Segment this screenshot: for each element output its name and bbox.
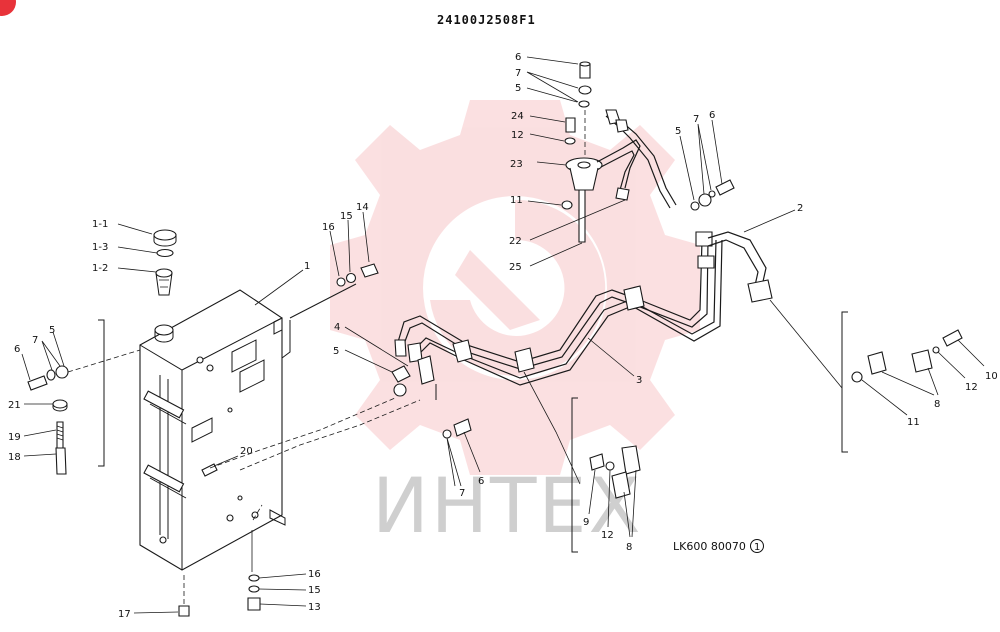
hydraulic-tank xyxy=(139,289,286,571)
callout-13: 13 xyxy=(308,602,321,613)
callout-19: 19 xyxy=(8,432,21,443)
callout-1: 1 xyxy=(304,261,310,272)
filter-hose-22 xyxy=(596,109,677,209)
bolt-24-icon xyxy=(565,117,576,133)
callout-6-left: 6 xyxy=(14,344,20,355)
callout-4: 4 xyxy=(334,322,340,333)
elbow-fitting-4-icon xyxy=(391,365,411,397)
strainer-element-icon xyxy=(155,268,173,296)
callout-7-top: 7 xyxy=(515,68,521,79)
callout-8-right: 8 xyxy=(934,399,940,410)
callout-5-left: 5 xyxy=(49,325,55,336)
drawing-code-mark: 1 xyxy=(754,542,760,553)
callout-15-lower: 15 xyxy=(308,585,321,596)
callout-16-lower: 16 xyxy=(308,569,321,580)
callout-11-right: 11 xyxy=(907,417,920,428)
bolt-set-bottom-icon xyxy=(247,574,261,611)
clamp-set-right-icon xyxy=(851,329,963,383)
callout-14-upper: 14 xyxy=(356,202,369,213)
drawing-title: 24100J2508F1 xyxy=(437,13,536,27)
bolt-set-center-icon xyxy=(442,418,472,439)
callout-7-center: 7 xyxy=(459,488,465,499)
bolt-set-right-upper-icon xyxy=(690,179,735,211)
callout-16-upper: 16 xyxy=(322,222,335,233)
strainer-cap-icon xyxy=(153,229,177,247)
callout-11-top: 11 xyxy=(510,195,523,206)
filter-rod-25-icon xyxy=(578,189,586,243)
callout-17: 17 xyxy=(118,609,131,620)
callout-25: 25 xyxy=(509,262,522,273)
callout-12-top: 12 xyxy=(511,130,524,141)
bolt-set-upper-icon xyxy=(289,263,379,319)
callout-23: 23 xyxy=(510,159,523,170)
corner-badge-icon xyxy=(0,0,16,16)
callout-7-right-upper: 7 xyxy=(693,114,699,125)
bolt-6-top-icon xyxy=(579,61,591,79)
callout-1-2: 1-2 xyxy=(92,263,108,274)
hydraulic-hose-2 xyxy=(707,231,773,303)
washer-5-top-icon xyxy=(578,100,590,108)
strainer-gasket-icon xyxy=(156,248,174,258)
callout-7-left: 7 xyxy=(32,335,38,346)
callout-1-3: 1-3 xyxy=(92,242,108,253)
nut-11-top-icon xyxy=(561,200,573,210)
callout-21: 21 xyxy=(8,400,21,411)
clamp-set-bottom-icon xyxy=(589,445,641,499)
callout-22: 22 xyxy=(509,236,522,247)
callout-8-bottom: 8 xyxy=(626,542,632,553)
washer-12-icon xyxy=(564,137,576,145)
drawing-code: LK600 80070 xyxy=(673,540,746,553)
callout-5-right-upper: 5 xyxy=(675,126,681,137)
callout-20: 20 xyxy=(240,446,253,457)
level-gauge-icon xyxy=(55,421,67,475)
callout-5-center: 5 xyxy=(333,346,339,357)
callout-10: 10 xyxy=(985,371,998,382)
callout-9: 9 xyxy=(583,517,589,528)
callout-12-right: 12 xyxy=(965,382,978,393)
callout-5-top: 5 xyxy=(515,83,521,94)
washer-7-top-icon xyxy=(578,85,592,95)
hydraulic-pipe-3 xyxy=(394,231,723,386)
drawing-code-mark-circle xyxy=(750,539,764,553)
callout-12-bottom: 12 xyxy=(601,530,614,541)
callout-3: 3 xyxy=(636,375,642,386)
callout-15-upper: 15 xyxy=(340,211,353,222)
filter-head-23-icon xyxy=(565,157,603,191)
callout-6-center: 6 xyxy=(478,476,484,487)
callout-1-1: 1-1 xyxy=(92,219,108,230)
callout-6-right-upper: 6 xyxy=(709,110,715,121)
callout-18: 18 xyxy=(8,452,21,463)
watermark-text: ИНТЕХ xyxy=(372,461,643,550)
callout-2: 2 xyxy=(797,203,803,214)
drain-plug-17-icon xyxy=(178,605,190,617)
callout-6-top: 6 xyxy=(515,52,521,63)
bolt-set-left-icon xyxy=(27,349,141,391)
plug-21-icon xyxy=(52,399,68,412)
callout-24: 24 xyxy=(511,111,524,122)
